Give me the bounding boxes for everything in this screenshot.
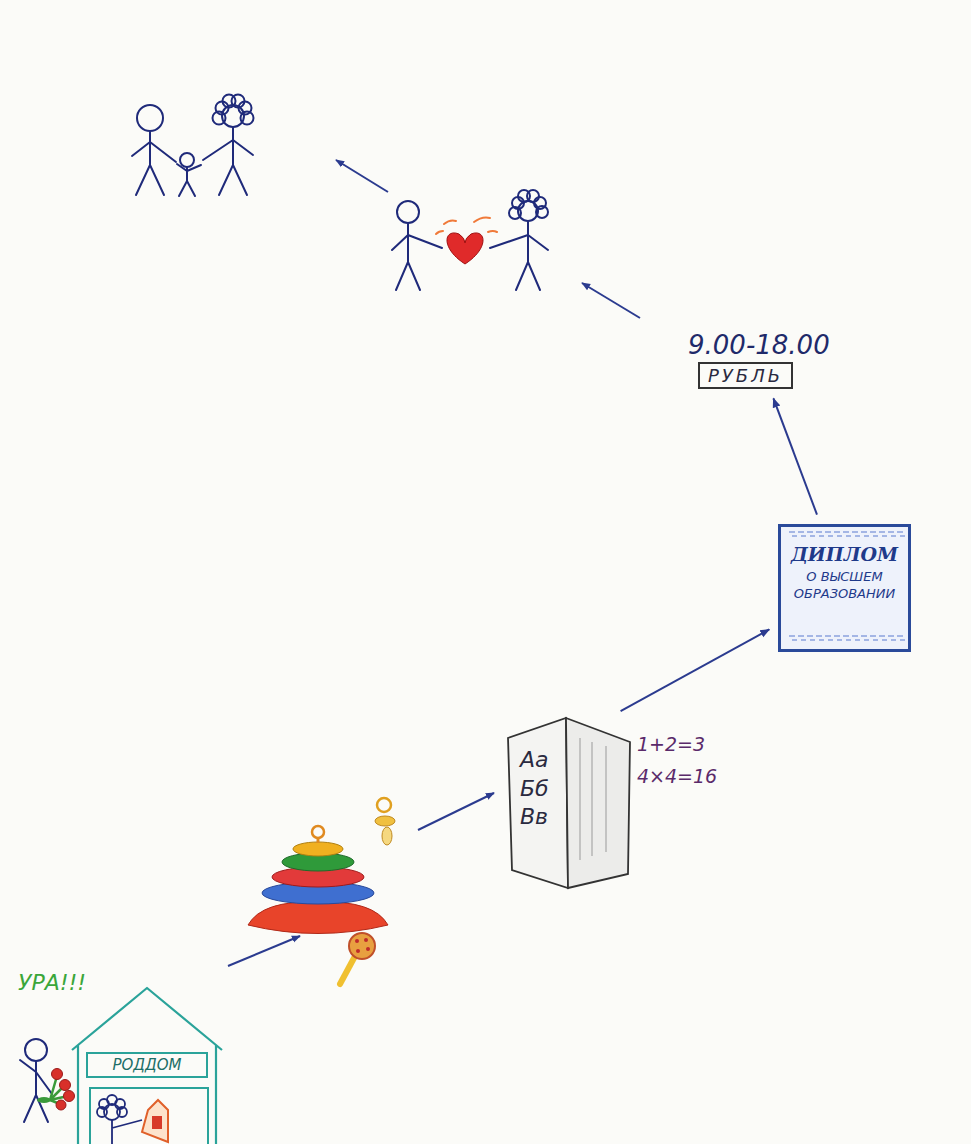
dot <box>364 938 368 942</box>
diploma-hatching <box>789 532 905 640</box>
dot <box>355 939 359 943</box>
flow-arrow <box>773 398 817 514</box>
school-book: Aa Бб Вв <box>506 716 632 890</box>
stick-body <box>490 221 548 290</box>
job-tag: 9.00-18.00РУБЛЬ <box>688 330 830 389</box>
house-sign: РОДДОМ <box>86 1052 208 1078</box>
woman-figure <box>490 190 548 290</box>
stick-body <box>177 164 201 196</box>
father-figure <box>20 1039 52 1122</box>
mother-figure <box>97 1095 142 1144</box>
diploma-body: О ВЫСШЕМ ОБРАЗОВАНИИ <box>789 569 900 603</box>
head <box>397 201 419 223</box>
head <box>180 153 194 167</box>
life-arrow <box>228 936 300 966</box>
diploma-title: ДИПЛОМ <box>789 543 900 565</box>
house-outline <box>72 988 222 1144</box>
leaf <box>37 1097 51 1103</box>
life-arrow <box>336 160 388 192</box>
stick-body <box>392 223 442 290</box>
pacifier-nipple <box>382 827 392 845</box>
stick-body <box>20 1060 52 1122</box>
head <box>222 105 244 127</box>
love-sparks <box>436 218 497 235</box>
stick-body <box>203 127 253 195</box>
math-example: 4×4=16 <box>637 765 717 787</box>
school-book-outline <box>506 716 632 890</box>
math-example: 1+2=3 <box>637 733 705 755</box>
book-right-page <box>566 718 630 888</box>
flow-arrow <box>621 629 770 711</box>
man-figure <box>392 201 442 290</box>
cheer-text: УРА!!! <box>18 970 86 995</box>
book-left-page <box>508 718 568 888</box>
flower <box>56 1100 66 1110</box>
heart <box>447 233 483 264</box>
maternity-house: РОДДОМ <box>72 988 222 1144</box>
dot <box>356 949 360 953</box>
flowers <box>52 1069 75 1111</box>
head <box>104 1104 120 1120</box>
baby-blanket <box>152 1116 162 1129</box>
flower <box>64 1091 75 1102</box>
dot <box>366 947 370 951</box>
window <box>90 1088 208 1144</box>
stick-body <box>112 1120 142 1144</box>
stick-body <box>132 131 176 195</box>
flower <box>60 1080 71 1091</box>
rattle-handle <box>340 958 354 984</box>
rattle-head <box>349 933 375 959</box>
work-hours: 9.00-18.00 <box>688 330 830 360</box>
salary-box: РУБЛЬ <box>698 362 793 389</box>
page-shading <box>580 738 606 860</box>
life-arrow <box>418 793 494 830</box>
head <box>25 1039 47 1061</box>
pyramid-ring <box>293 842 343 856</box>
pacifier-shield <box>375 816 395 826</box>
alphabet-text: Aa Бб Вв <box>520 746 554 832</box>
pyramid-base <box>248 902 388 934</box>
life-arrow <box>582 283 640 318</box>
pyramid-knob <box>312 826 324 838</box>
rattle-dots <box>355 938 370 953</box>
flower <box>52 1069 63 1080</box>
diploma: ДИПЛОМ О ВЫСШЕМ ОБРАЗОВАНИИ <box>778 524 911 652</box>
family-figures <box>132 95 254 197</box>
pacifier-ring <box>377 798 391 812</box>
head <box>518 201 538 221</box>
baby-bundle <box>142 1100 168 1142</box>
head <box>137 105 163 131</box>
